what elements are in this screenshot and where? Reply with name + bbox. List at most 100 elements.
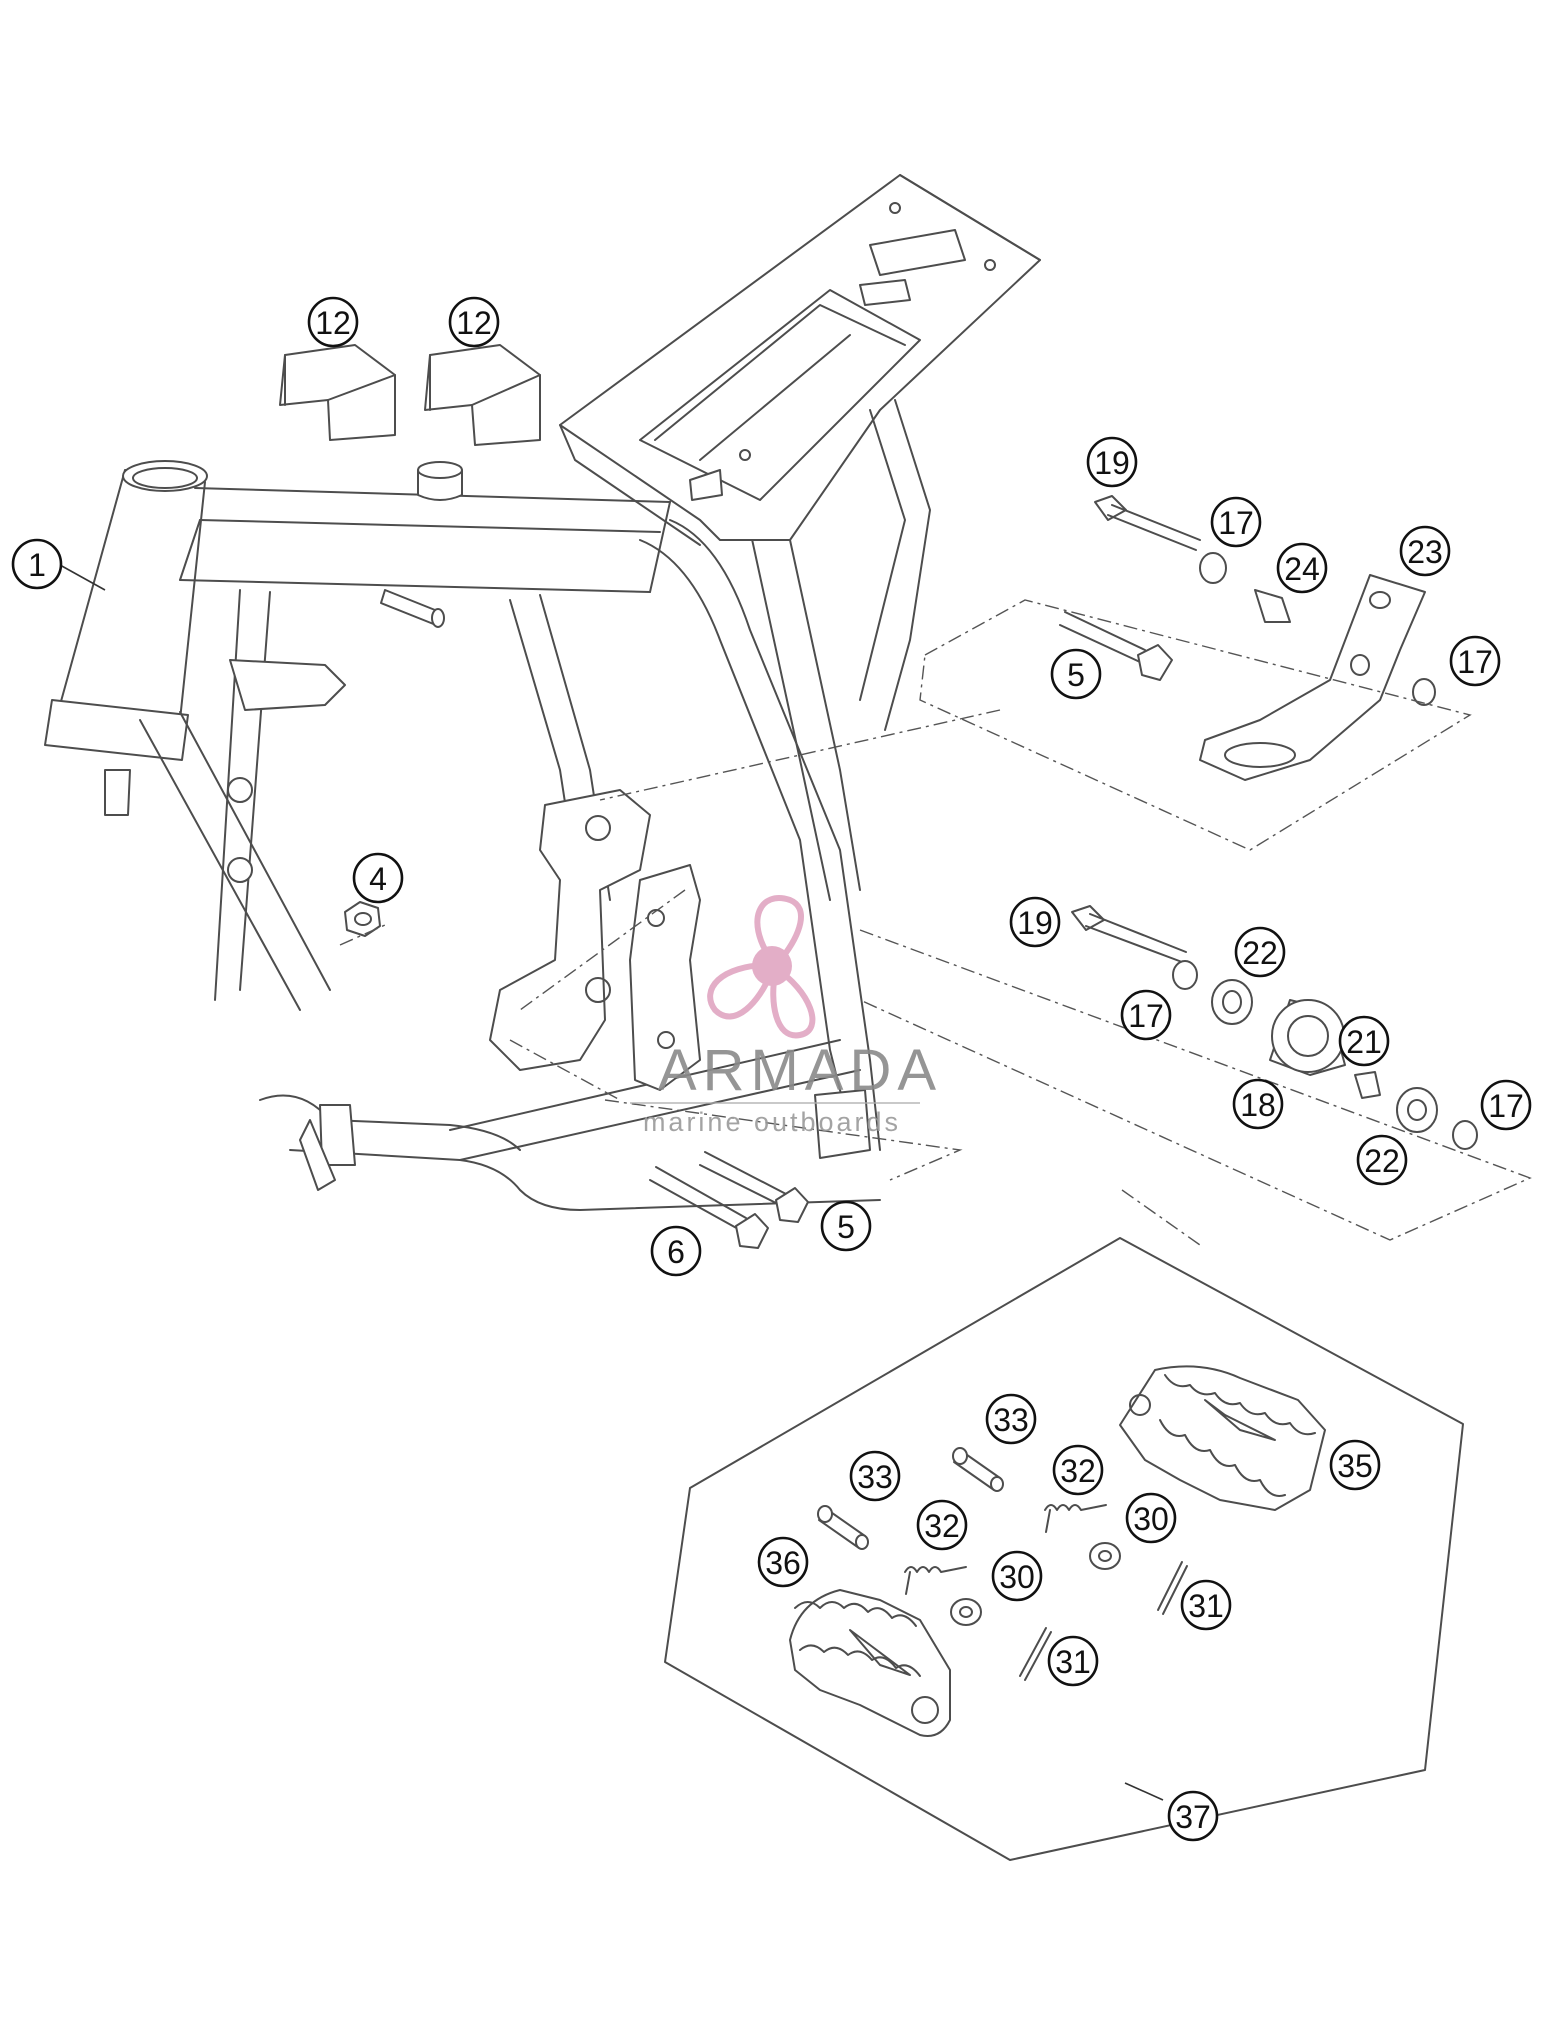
callout-number: 35: [1337, 1448, 1373, 1484]
part-callout: 31: [1180, 1579, 1232, 1631]
callout-number: 6: [667, 1234, 685, 1270]
callout-number: 33: [857, 1459, 893, 1495]
callout-circle: [1276, 542, 1328, 594]
callout-number: 12: [456, 305, 492, 341]
callout-circle: [352, 852, 404, 904]
part-callout: 6: [650, 1225, 702, 1277]
part-callout: 1: [11, 538, 63, 590]
part-callout: 12: [307, 296, 359, 348]
callout-number: 23: [1407, 534, 1443, 570]
propeller-logo-icon: [707, 895, 816, 1039]
callout-circle: [916, 1499, 968, 1551]
part-callout: 19: [1009, 896, 1061, 948]
callout-circle: [1449, 635, 1501, 687]
callout-number: 33: [993, 1402, 1029, 1438]
part-callout: 4: [352, 852, 404, 904]
callout-circle: [1338, 1015, 1390, 1067]
callout-circle: [1009, 896, 1061, 948]
callout-number: 18: [1240, 1087, 1276, 1123]
callout-number: 32: [1060, 1453, 1096, 1489]
callout-circle: [1210, 496, 1262, 548]
callout-circle: [1086, 436, 1138, 488]
leader-lines: [59, 564, 1164, 1801]
callout-number: 31: [1188, 1588, 1224, 1624]
callout-circle: [985, 1393, 1037, 1445]
part-callout: 31: [1047, 1635, 1099, 1687]
callout-number: 4: [369, 861, 387, 897]
callout-circle: [11, 538, 63, 590]
part-callout: 17: [1449, 635, 1501, 687]
callout-number: 5: [1067, 657, 1085, 693]
callout-number: 17: [1457, 644, 1493, 680]
callout-number: 32: [924, 1508, 960, 1544]
part-callout: 30: [991, 1550, 1043, 1602]
part-callout: 17: [1210, 496, 1262, 548]
engine-mount-plates: [489, 789, 701, 1091]
callout-circle: [1047, 1635, 1099, 1687]
watermark: ARMADA marine outboards: [630, 895, 942, 1137]
callout-circle: [1120, 989, 1172, 1041]
callout-number: 22: [1242, 935, 1278, 971]
callout-circle: [1480, 1079, 1532, 1131]
brake-pedal-group: [1059, 495, 1436, 781]
part-callout: 5: [1050, 648, 1102, 700]
part-callout: 32: [916, 1499, 968, 1551]
part-callout: 5: [820, 1200, 872, 1252]
callout-circle: [1167, 1790, 1219, 1842]
callout-circle: [307, 296, 359, 348]
callout-circle: [1399, 525, 1451, 577]
skid-pads: [279, 344, 541, 446]
callout-circle: [448, 296, 500, 348]
callout-circle: [1329, 1439, 1381, 1491]
part-callout: 37: [1167, 1790, 1219, 1842]
callout-circle: [1356, 1134, 1408, 1186]
steering-head-tube: [44, 460, 208, 761]
callout-circle: [1050, 648, 1102, 700]
footpeg-kit: [664, 1237, 1464, 1861]
frame-assembly: [44, 460, 881, 1211]
assembly-guides: [339, 599, 1532, 1246]
callouts: 1 12 12 4 19 17 24 23 5 17 19 22 17 21 18 17 22 6 5 33 32 35 3…: [11, 296, 1532, 1842]
callout-number: 36: [765, 1545, 801, 1581]
callout-circle: [1052, 1444, 1104, 1496]
part-callout: 36: [757, 1536, 809, 1588]
callout-number: 5: [837, 1209, 855, 1245]
callout-circle: [757, 1536, 809, 1588]
part-callout: 17: [1480, 1079, 1532, 1131]
callout-circle: [1232, 1078, 1284, 1130]
lower-bolts: [649, 1151, 809, 1249]
part-callout: 12: [448, 296, 500, 348]
callout-number: 31: [1055, 1644, 1091, 1680]
callout-circle: [1125, 1492, 1177, 1544]
callout-circle: [820, 1200, 872, 1252]
callout-number: 12: [315, 305, 351, 341]
watermark-brand: ARMADA: [658, 1038, 942, 1103]
rear-subframe-airbox: [559, 174, 1041, 731]
part-callout: 17: [1120, 989, 1172, 1041]
part-callout: 18: [1232, 1078, 1284, 1130]
part-callout: 19: [1086, 436, 1138, 488]
part-callout: 35: [1329, 1439, 1381, 1491]
callout-number: 17: [1218, 505, 1254, 541]
callout-circle: [1180, 1579, 1232, 1631]
nut-part: [344, 901, 381, 937]
part-callout: 21: [1338, 1015, 1390, 1067]
callout-number: 1: [28, 547, 46, 583]
callout-number: 24: [1284, 551, 1320, 587]
callout-circle: [1234, 926, 1286, 978]
part-callout: 22: [1234, 926, 1286, 978]
callout-number: 30: [999, 1559, 1035, 1595]
callout-number: 22: [1364, 1143, 1400, 1179]
part-callout: 32: [1052, 1444, 1104, 1496]
callout-number: 19: [1094, 445, 1130, 481]
part-callout: 30: [1125, 1492, 1177, 1544]
callout-number: 19: [1017, 905, 1053, 941]
part-callout: 23: [1399, 525, 1451, 577]
part-callout: 22: [1356, 1134, 1408, 1186]
part-callout: 24: [1276, 542, 1328, 594]
callout-number: 17: [1488, 1088, 1524, 1124]
callout-circle: [650, 1225, 702, 1277]
callout-number: 17: [1128, 998, 1164, 1034]
callout-circle: [849, 1450, 901, 1502]
